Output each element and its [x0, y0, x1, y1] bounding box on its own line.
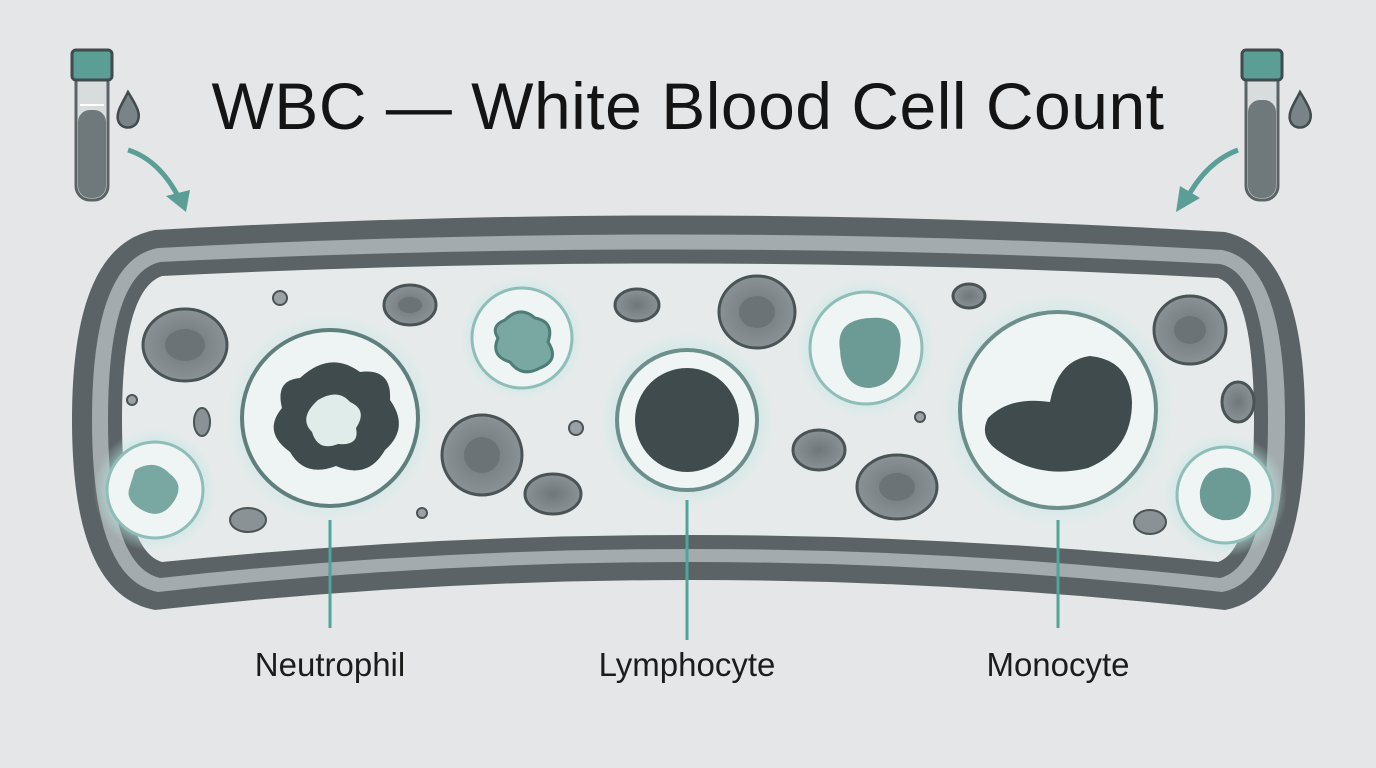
test-tube-icon — [1240, 48, 1284, 202]
red-blood-cells — [126, 274, 1256, 535]
neutrophil-label: Neutrophil — [254, 646, 406, 683]
neutrophil-cell — [225, 313, 435, 523]
test-tube-icon — [70, 48, 114, 202]
arrow-icon — [1176, 147, 1239, 212]
blood-drop-icon — [1288, 89, 1312, 129]
arrow-icon — [127, 147, 190, 212]
lymphocyte-label: Lymphocyte — [598, 646, 776, 683]
monocyte-label: Monocyte — [986, 646, 1130, 683]
blood-drop-icon — [116, 89, 140, 129]
monocyte-cell-edge — [1163, 433, 1287, 557]
page-title: WBC — White Blood Cell Count — [211, 69, 1165, 143]
neutrophil-cell-small — [460, 276, 584, 400]
lymphocyte-cell — [599, 332, 775, 508]
monocyte-cell-small — [796, 278, 936, 418]
neutrophil-cell-edge — [93, 428, 217, 552]
monocyte-cell — [940, 292, 1176, 528]
